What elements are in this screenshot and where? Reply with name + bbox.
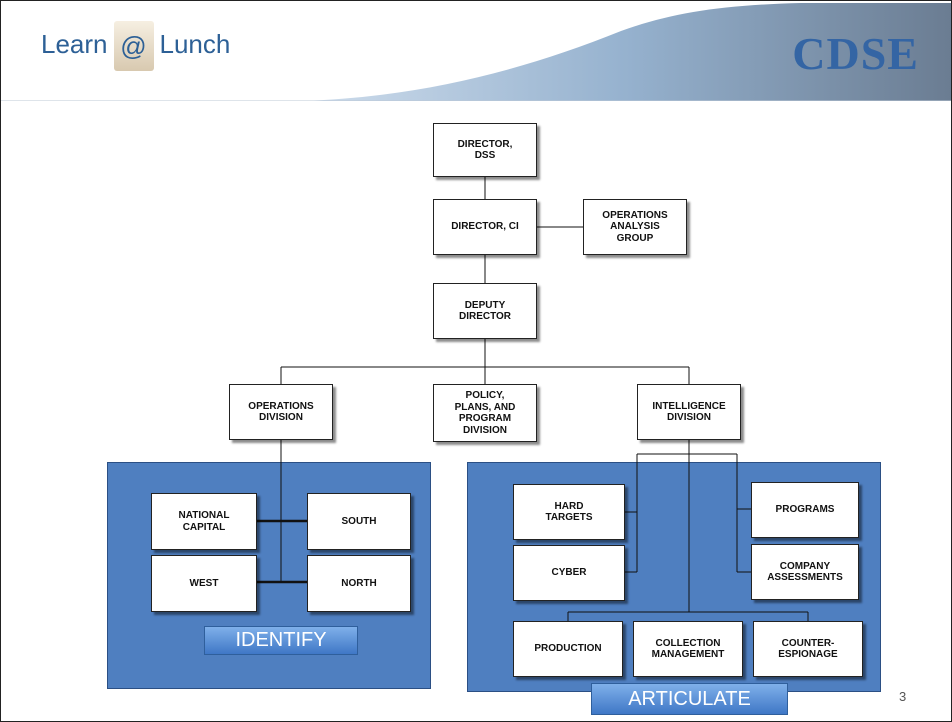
node-hard-targets: HARD TARGETS — [513, 484, 625, 540]
page-number: 3 — [899, 689, 907, 704]
header-swoosh — [1, 3, 951, 101]
node-intelligence-division: INTELLIGENCE DIVISION — [637, 384, 741, 440]
node-programs: PROGRAMS — [751, 482, 859, 538]
node-national-capital: NATIONAL CAPITAL — [151, 493, 257, 550]
node-production: PRODUCTION — [513, 621, 623, 677]
logo-lunch-text: Lunch — [159, 28, 231, 59]
node-north: NORTH — [307, 555, 411, 612]
node-operations-division: OPERATIONS DIVISION — [229, 384, 333, 440]
articulate-banner: ARTICULATE — [591, 683, 788, 715]
node-company-assessments: COMPANY ASSESSMENTS — [751, 544, 859, 600]
learn-at-lunch-logo: Learn@Lunch — [41, 21, 230, 71]
identify-banner: IDENTIFY — [204, 626, 358, 655]
cdse-logo: CDSE — [792, 28, 919, 79]
node-south: SOUTH — [307, 493, 411, 550]
node-cyber: CYBER — [513, 545, 625, 601]
logo-learn-text: Learn — [41, 28, 108, 59]
node-director-dss: DIRECTOR, DSS — [433, 123, 537, 177]
node-collection-management: COLLECTION MANAGEMENT — [633, 621, 743, 677]
node-policy-plans-program-division: POLICY, PLANS, AND PROGRAM DIVISION — [433, 384, 537, 442]
node-operations-analysis-group: OPERATIONS ANALYSIS GROUP — [583, 199, 687, 255]
slide-header: Learn@Lunch CDSE — [1, 1, 951, 101]
node-counter-espionage: COUNTER- ESPIONAGE — [753, 621, 863, 677]
node-west: WEST — [151, 555, 257, 612]
node-director-ci: DIRECTOR, CI — [433, 199, 537, 255]
node-deputy-director: DEPUTY DIRECTOR — [433, 283, 537, 339]
lunch-bag-icon: @ — [113, 21, 154, 71]
